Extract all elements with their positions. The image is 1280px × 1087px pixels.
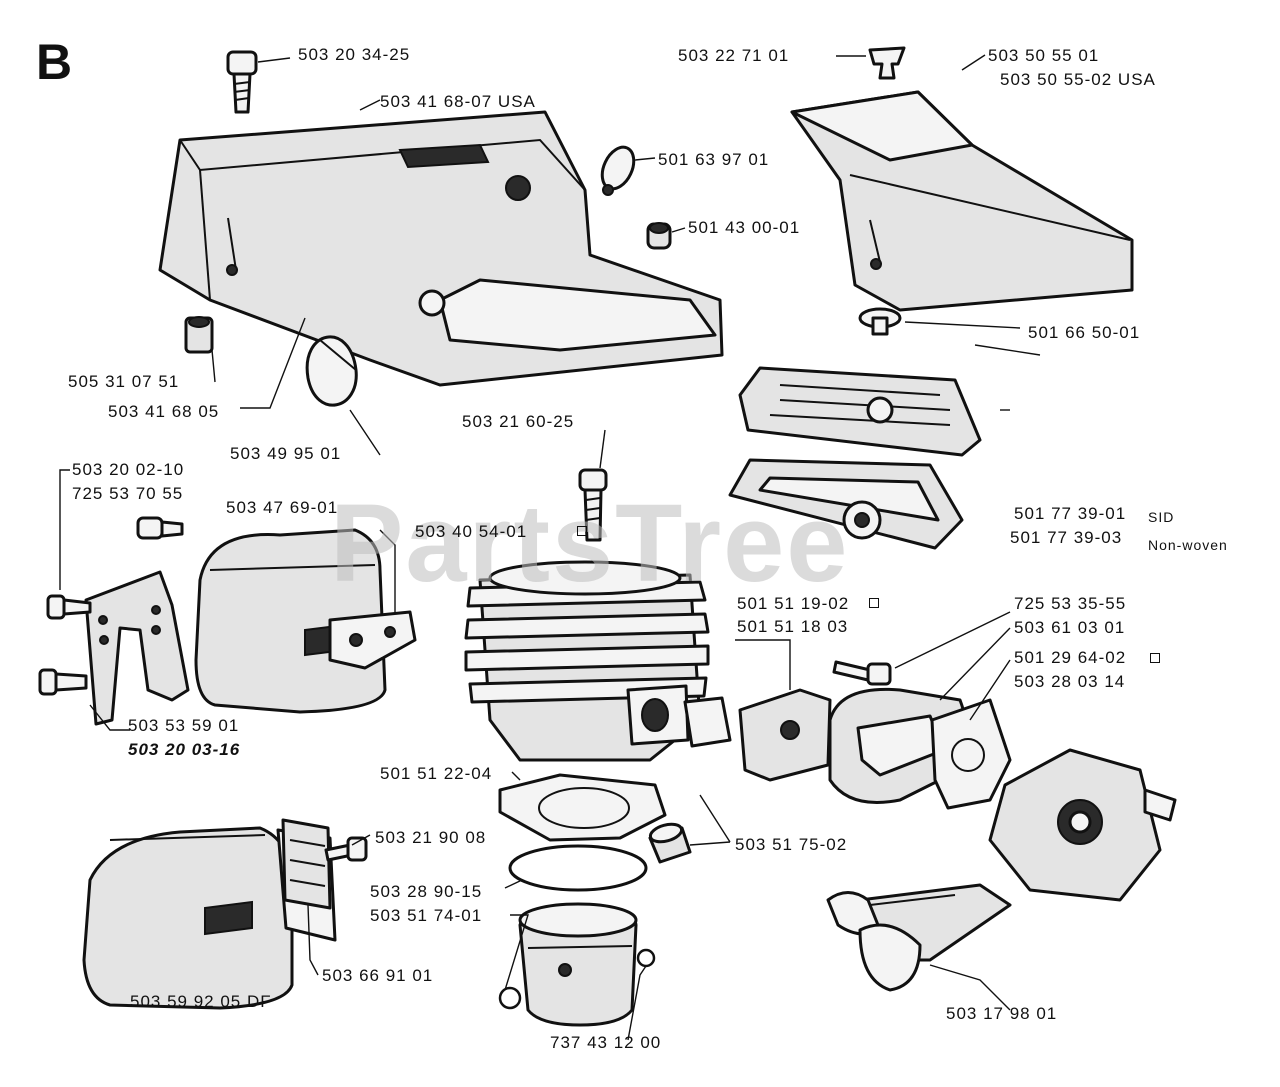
spark-screen-part <box>281 818 332 910</box>
piston-ring-part <box>508 844 648 892</box>
top-cover-part <box>158 110 724 387</box>
nut-part <box>858 307 902 336</box>
part-label: 503 41 68 05 <box>108 402 220 421</box>
leader-lines <box>59 54 1041 1041</box>
intake-gasket-part <box>683 688 832 782</box>
part-label: 501 77 39-01 <box>1014 504 1127 523</box>
part-label: 503 66 91 01 <box>322 966 434 985</box>
part-label: 503 49 95 01 <box>230 444 342 463</box>
part-label: 503 51 74-01 <box>370 906 483 925</box>
cylinder-gasket-part <box>498 773 667 842</box>
part-label: 503 21 90 08 <box>375 828 487 847</box>
watermark: PartsTree <box>330 482 850 605</box>
bracket-screw-part <box>136 516 184 540</box>
screw-part <box>226 50 258 114</box>
part-label: 503 20 03-16 <box>128 740 241 759</box>
carburetor-part <box>988 748 1177 902</box>
part-label: 503 51 75-02 <box>735 835 848 854</box>
part-label: 503 20 02-10 <box>72 460 185 479</box>
part-label: 501 29 64-02 <box>1014 648 1127 667</box>
muffler-screw-part <box>324 836 368 862</box>
part-label: 501 51 22-04 <box>380 764 493 783</box>
part-label: 503 21 60-25 <box>462 412 575 431</box>
cylinder-part <box>464 560 710 762</box>
part-label: 503 47 69-01 <box>226 498 339 517</box>
part-label: 505 31 07 51 <box>68 372 180 391</box>
bracket-part <box>84 570 190 726</box>
knob-part <box>868 46 906 80</box>
part-label: 503 22 71 01 <box>678 46 790 65</box>
part-label: 501 51 19-02 <box>737 594 850 613</box>
bracket-bolts-part <box>38 594 92 696</box>
bearing-sleeve-part <box>648 822 692 864</box>
part-label: 503 50 55 01 <box>988 46 1100 65</box>
combination-wrench-part <box>826 883 1012 992</box>
marker-box-icon <box>1150 653 1160 663</box>
marker-box-icon <box>869 598 879 608</box>
grommet-loop-part <box>305 335 358 407</box>
rubber-bush-part <box>646 222 672 250</box>
part-label: 503 61 03 01 <box>1014 618 1126 637</box>
piston-part <box>518 902 638 1027</box>
carb-screw-part <box>832 660 892 686</box>
part-label: 737 43 12 00 <box>550 1033 662 1052</box>
part-label: Non-woven <box>1148 537 1228 553</box>
part-label: 503 28 03 14 <box>1014 672 1126 691</box>
part-label: 501 77 39-03 <box>1010 528 1123 547</box>
part-label: 503 40 54-01 <box>415 522 528 541</box>
part-label: 503 59 92 05 DF <box>130 992 272 1011</box>
filter-cover-part <box>790 90 1134 312</box>
carb-gasket-part <box>930 698 1012 810</box>
part-label: SID <box>1148 509 1175 525</box>
part-label: 501 43 00-01 <box>688 218 801 237</box>
part-label: 503 20 34-25 <box>298 45 411 64</box>
intake-boot-part <box>828 687 969 804</box>
part-label: 503 53 59 01 <box>128 716 240 735</box>
marker-box-icon <box>577 526 587 536</box>
part-label: 503 41 68-07 USA <box>380 92 536 111</box>
part-label: 501 63 97 01 <box>658 150 770 169</box>
filter-base-part <box>728 458 964 550</box>
part-label: 503 28 90-15 <box>370 882 483 901</box>
sleeve-part <box>184 316 214 354</box>
part-label: 503 17 98 01 <box>946 1004 1058 1023</box>
part-label: 501 66 50-01 <box>1028 323 1141 342</box>
part-label: 725 53 70 55 <box>72 484 184 503</box>
air-filter-part <box>738 366 982 457</box>
part-label: 503 50 55-02 USA <box>1000 70 1156 89</box>
part-label: 501 51 18 03 <box>737 617 849 636</box>
muffler-part <box>194 528 417 714</box>
section-letter: B <box>36 34 73 90</box>
bolt-part <box>578 468 608 542</box>
part-label: 725 53 35-55 <box>1014 594 1127 613</box>
grommet-part <box>600 145 636 196</box>
